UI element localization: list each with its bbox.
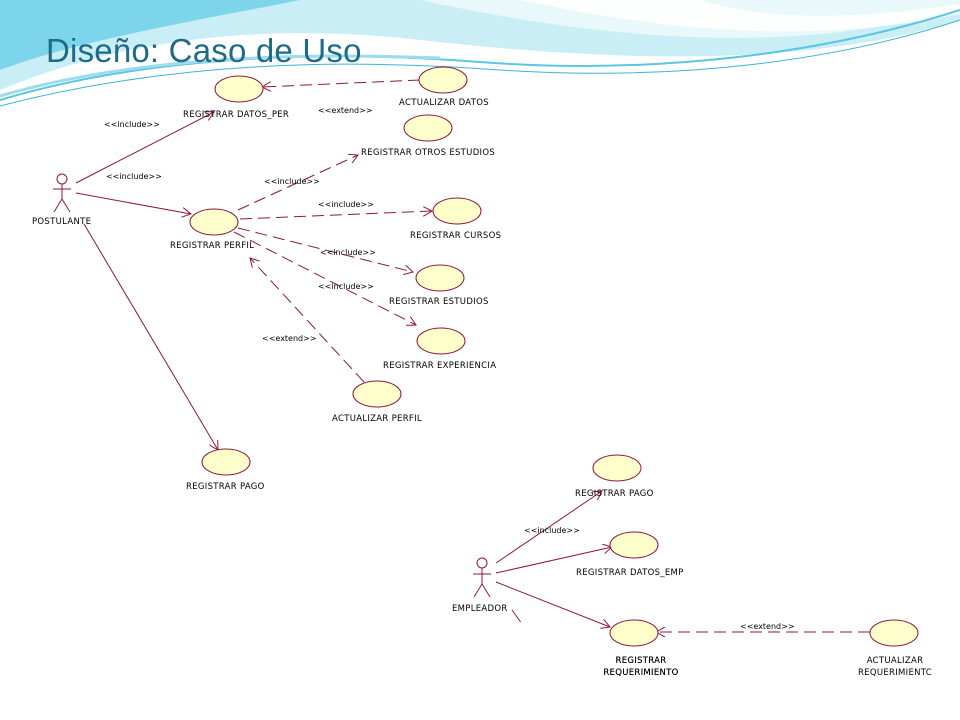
assoc-empleador-pago [495, 491, 602, 564]
usecase-actualizar-datos [418, 66, 468, 94]
label-registrar-experiencia: REGISTRAR EXPERIENCIA [383, 361, 497, 371]
label-registrar-perfil: REGISTRAR PERFIL [170, 241, 255, 251]
label-registrar-requerimiento-overlay: REGISTRAR REQUERIMIENTO [592, 655, 696, 679]
label-registrar-requerimiento: REGISTRAR REQUERIMIENTO [586, 655, 696, 679]
actor-empleador-icon [473, 557, 491, 598]
label-actualizar-requerimiento: ACTUALIZAR REQUERIMIENTC [840, 655, 950, 679]
extend-actualizar-datos [262, 79, 421, 87]
usecase-registrar-datos-emp [609, 531, 659, 559]
label-actualizar-datos: ACTUALIZAR DATOS [399, 98, 489, 108]
usecase-registrar-cursos [432, 197, 482, 225]
label-registrar-requerimiento-overlay-line1: REGISTRAR [615, 656, 667, 666]
assoc-empleador-partial [511, 609, 523, 625]
header-wave-decoration [0, 0, 960, 107]
stereotype-include-estudios: <<include>> [320, 248, 376, 257]
usecase-registrar-pago-empleador [592, 454, 642, 482]
assoc-postulante-perfil [75, 192, 191, 214]
extend-actualizar-perfil [250, 258, 365, 383]
usecase-actualizar-perfil [352, 380, 402, 408]
label-registrar-requerimiento-line1: REGISTRAR [615, 656, 667, 666]
actor-postulante-icon [53, 173, 71, 213]
stereotype-include-perfil: <<include>> [106, 172, 162, 181]
stereotype-extend-requerimiento: <<extend>> [740, 622, 795, 631]
label-registrar-requerimiento-line2: REQUERIMIENTO [603, 668, 679, 678]
stereotype-include-otros: <<include>> [264, 177, 320, 186]
label-registrar-datos-emp: REGISTRAR DATOS_EMP [576, 568, 684, 578]
stereotype-extend-actualizar-perfil: <<extend>> [262, 334, 317, 343]
include-cursos [239, 211, 432, 220]
stereotype-include-experiencia: <<include>> [318, 282, 374, 291]
include-otros-estudios [237, 155, 358, 211]
stereotype-include-cursos: <<include>> [318, 200, 374, 209]
actor-postulante-label: POSTULANTE [32, 217, 92, 227]
stereotype-extend-actualizar-datos: <<extend>> [318, 106, 373, 115]
usecase-registrar-otros-estudios [403, 114, 453, 142]
actor-empleador-label: EMPLEADOR [452, 604, 508, 614]
usecase-registrar-pago-postulante [201, 448, 251, 476]
label-registrar-otros-estudios: REGISTRAR OTROS ESTUDIOS [361, 148, 496, 158]
stereotype-include-datos-per: <<include>> [104, 120, 160, 129]
label-actualizar-requerimiento-line2: REQUERIMIENTC [857, 668, 933, 678]
label-registrar-pago-postulante: REGISTRAR PAGO [186, 482, 265, 492]
assoc-postulante-pago [83, 223, 218, 450]
usecase-registrar-experiencia [416, 327, 466, 355]
label-registrar-requerimiento-overlay-line2: REQUERIMIENTO [603, 668, 679, 678]
assoc-empleador-datos-emp [495, 547, 612, 574]
usecase-registrar-perfil [189, 208, 239, 236]
label-registrar-cursos: REGISTRAR CURSOS [410, 231, 502, 241]
slide-title: Diseño: Caso de Uso [46, 32, 362, 69]
include-experiencia [233, 231, 416, 325]
usecase-registrar-datos-per [214, 75, 264, 103]
label-registrar-estudios: REGISTRAR ESTUDIOS [389, 297, 489, 307]
usecase-registrar-estudios [415, 264, 465, 292]
usecase-registrar-requerimiento [609, 619, 659, 647]
assoc-postulante-datos-per [75, 112, 214, 184]
stereotype-include-emp: <<include>> [524, 526, 580, 535]
assoc-empleador-requerimiento [495, 581, 610, 627]
usecase-actualizar-requerimiento [869, 619, 919, 647]
label-registrar-pago-empleador: REGISTRAR PAGO [575, 489, 654, 499]
white-overlay-block [472, 622, 592, 720]
include-estudios [237, 227, 413, 272]
label-actualizar-requerimiento-line1: ACTUALIZAR [866, 656, 924, 666]
label-actualizar-perfil: ACTUALIZAR PERFIL [332, 414, 422, 424]
label-registrar-datos-per: REGISTRAR DATOS_PER [183, 110, 290, 120]
